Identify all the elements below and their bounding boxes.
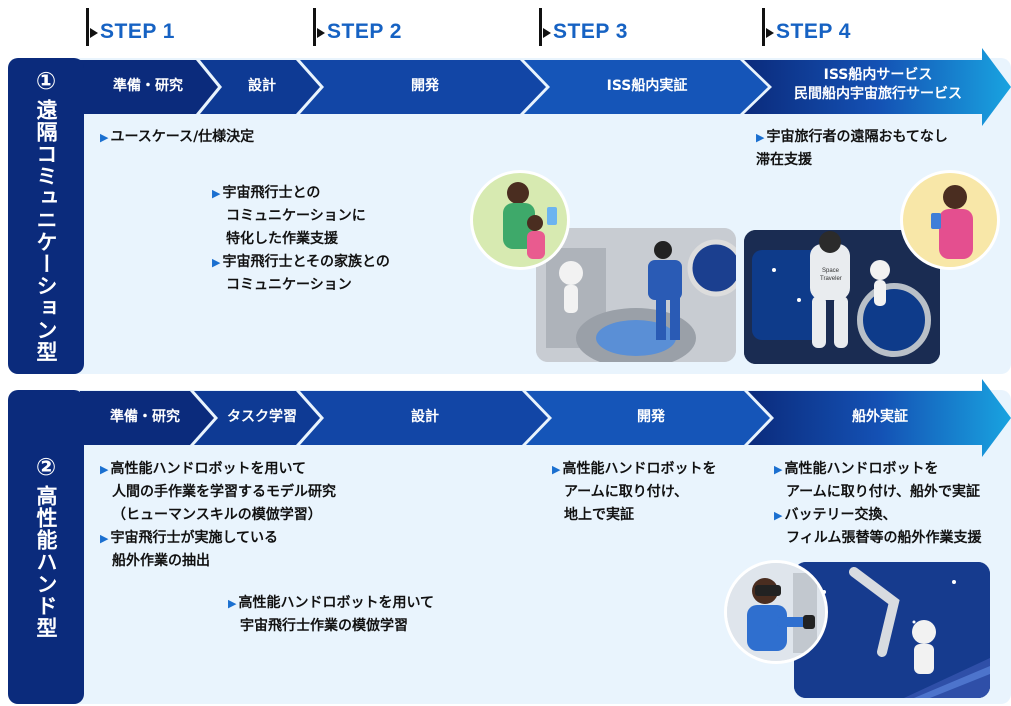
step-1-label: STEP 1 — [100, 20, 175, 43]
row2-arrow-2 — [194, 391, 320, 445]
eva-robot-illustration — [794, 562, 990, 698]
family-call-illustration — [470, 170, 570, 270]
row1-phase-3-label: 開発 — [411, 78, 439, 94]
row1-side-label: ① 遠隔コミュニケーション型 — [8, 58, 84, 374]
row2-phase-3-label: 設計 — [411, 409, 439, 425]
step-4-label: STEP 4 — [776, 20, 851, 43]
row1-arrow-3 — [300, 60, 546, 114]
bullet-triangle-icon: ▶ — [774, 463, 783, 476]
remote-host-illustration — [900, 170, 1000, 270]
row1-phase-4-label: ISS船内実証 — [606, 78, 688, 94]
vr-operator-illustration — [724, 560, 828, 664]
space-travel-illustration: Space Traveler — [744, 230, 940, 364]
row2-phase-5-label: 船外実証 — [852, 409, 908, 425]
bullet-triangle-icon: ▶ — [100, 532, 109, 545]
row2-arrow-5 — [748, 379, 1011, 457]
row1-note-usecase: ▶ユースケース/仕様決定 — [100, 129, 255, 145]
bullet-triangle-icon: ▶ — [100, 131, 109, 144]
bullet-triangle-icon: ▶ — [552, 463, 561, 476]
step-3-label: STEP 3 — [553, 20, 628, 43]
row1-phase-1-label: 準備・研究 — [113, 78, 183, 94]
row2-phase-2-label: タスク学習 — [227, 409, 297, 425]
step-2-label: STEP 2 — [327, 20, 402, 43]
bullet-triangle-icon: ▶ — [228, 597, 237, 610]
row1-arrow-5 — [744, 48, 1011, 126]
bullet-triangle-icon: ▶ — [100, 463, 109, 476]
suit-text-traveler: Traveler — [820, 276, 842, 282]
row2-note-eva: ▶高性能ハンドロボットを アームに取り付け、船外で実証 ▶バッテリー交換、 フィ… — [774, 461, 982, 546]
row1-number: ① — [35, 67, 57, 95]
row1-arrow-4 — [524, 60, 768, 114]
row2-title: 高性能ハンド型 — [34, 485, 58, 639]
row1-phase-5-line1: ISS船内サービス — [823, 67, 933, 83]
suit-text-space: Space — [822, 268, 840, 274]
bullet-triangle-icon: ▶ — [212, 256, 221, 269]
row2-arrow-1 — [80, 391, 214, 445]
row2-note-development: ▶高性能ハンドロボットを アームに取り付け、 地上で実証 — [552, 461, 717, 523]
row1-title: 遠隔コミュニケーション型 — [34, 99, 58, 363]
row1-note-travel: ▶宇宙旅行者の遠隔おもてなし 滞在支援 — [756, 129, 948, 168]
row2-arrow-3 — [300, 391, 548, 445]
row2-phase-1-label: 準備・研究 — [110, 409, 180, 425]
bullet-triangle-icon: ▶ — [774, 509, 783, 522]
row2-phase-arrows — [80, 379, 1011, 457]
row2-number: ② — [35, 453, 57, 481]
bullet-triangle-icon: ▶ — [756, 131, 765, 144]
row2-side-label: ② 高性能ハンド型 — [8, 390, 84, 704]
row1-arrow-2 — [200, 60, 320, 114]
row2-note-research: ▶高性能ハンドロボットを用いて 人間の手作業を学習するモデル研究 （ヒューマンス… — [100, 461, 336, 569]
row2-arrow-4 — [526, 391, 770, 445]
row1-phase-5-line2: 民間船内宇宙旅行サービス — [794, 86, 962, 102]
row1-phase-arrows — [80, 48, 1011, 126]
row1-note-astronaut-support: ▶宇宙飛行士との コミュニケーションに 特化した作業支援 ▶宇宙飛行士とその家族… — [212, 185, 390, 293]
row2-phase-4-label: 開発 — [637, 409, 665, 425]
row1-phase-5-label: ISS船内サービス 民間船内宇宙旅行サービス — [776, 66, 980, 104]
iss-interior-illustration — [536, 228, 736, 362]
row2-note-imitation: ▶高性能ハンドロボットを用いて 宇宙飛行士作業の模倣学習 — [228, 595, 435, 634]
row1-phase-2-label: 設計 — [248, 78, 276, 94]
bullet-triangle-icon: ▶ — [212, 187, 221, 200]
row1-arrow-1 — [80, 60, 218, 114]
